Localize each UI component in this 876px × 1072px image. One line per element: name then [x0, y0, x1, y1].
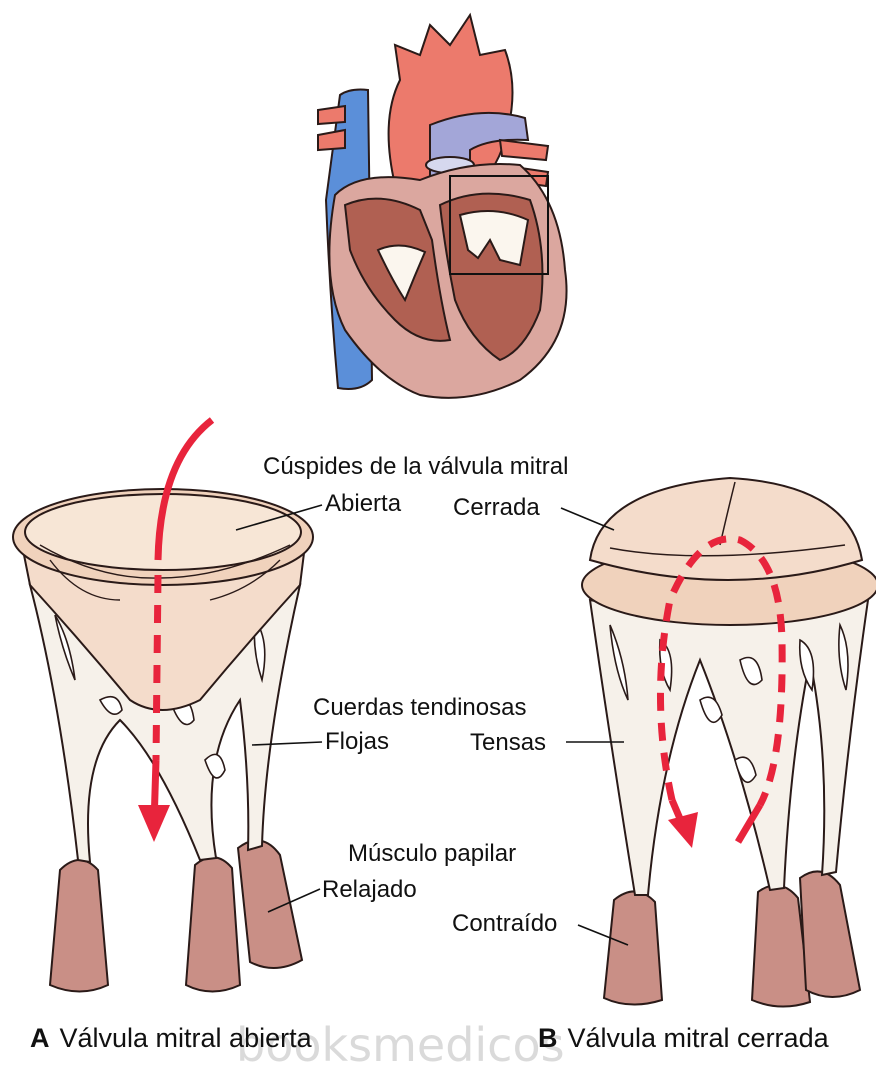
- papillary-muscle-a-right: [238, 840, 302, 968]
- chordae-b: [590, 600, 868, 895]
- caption-b-letter: B: [538, 1023, 558, 1053]
- caption-a-letter: A: [30, 1023, 50, 1053]
- leader-closed: [561, 508, 614, 530]
- caption-a-text: Válvula mitral abierta: [60, 1023, 312, 1053]
- papillary-muscle-b-right: [800, 871, 860, 997]
- label-cusps-title: Cúspides de la válvula mitral: [263, 455, 568, 479]
- label-papillary-title: Músculo papilar: [348, 842, 516, 866]
- label-relaxed: Relajado: [322, 878, 417, 902]
- caption-a: A Válvula mitral abierta: [30, 1025, 312, 1052]
- papillary-muscle-a-mid: [186, 857, 240, 991]
- valve-closed-illustration: [582, 478, 876, 1007]
- caption-b-text: Válvula mitral cerrada: [568, 1023, 829, 1053]
- label-chordae-title: Cuerdas tendinosas: [313, 696, 526, 720]
- valve-open-illustration: [13, 420, 313, 992]
- papillary-muscle-b-left: [604, 891, 662, 1004]
- label-tense: Tensas: [470, 731, 546, 755]
- cusps-closed: [590, 478, 862, 580]
- flow-arrowhead-b: [668, 812, 698, 848]
- caption-b: B Válvula mitral cerrada: [538, 1025, 829, 1052]
- heart-illustration: [318, 15, 567, 398]
- label-contracted: Contraído: [452, 912, 557, 936]
- label-closed: Cerrada: [453, 496, 540, 520]
- label-slack: Flojas: [325, 730, 389, 754]
- label-open: Abierta: [325, 492, 401, 516]
- papillary-muscle-a-left: [50, 860, 108, 992]
- flow-arrowhead-a: [138, 805, 170, 842]
